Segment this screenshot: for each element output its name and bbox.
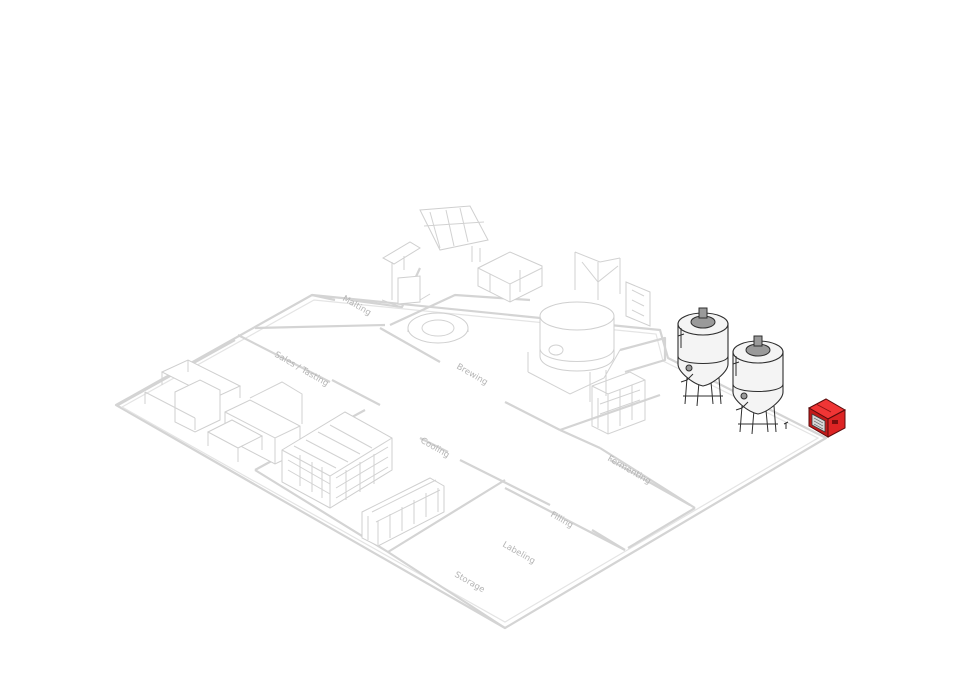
crate-stack bbox=[281, 411, 393, 509]
red-cooling-unit[interactable] bbox=[807, 398, 847, 438]
zone-label-cooling: Cooling bbox=[419, 436, 452, 461]
zone-label-sales-tasting: Sales / Tasting bbox=[273, 350, 331, 389]
zone-label-filling: Filling bbox=[549, 510, 575, 531]
zone-label-labeling: Labeling bbox=[501, 540, 537, 567]
valve-fitting bbox=[783, 421, 789, 429]
zone-label-brewing: Brewing bbox=[455, 362, 490, 388]
tasting-tables bbox=[144, 359, 303, 465]
malting-equipment bbox=[381, 205, 489, 307]
zone-label-storage: Storage bbox=[453, 570, 487, 595]
fermentation-tank-1[interactable] bbox=[677, 307, 729, 407]
brew-kettle bbox=[527, 301, 621, 402]
keg-cluster bbox=[361, 477, 445, 547]
brewing-skid bbox=[591, 371, 646, 435]
zone-label-fermenting: Fermenting bbox=[606, 454, 653, 487]
fermentation-tank-2[interactable] bbox=[732, 335, 784, 435]
silo-frame bbox=[477, 251, 621, 303]
zone-label-malting: Malting bbox=[341, 294, 373, 318]
mash-plate bbox=[407, 312, 469, 344]
cold-room-door bbox=[625, 281, 651, 327]
